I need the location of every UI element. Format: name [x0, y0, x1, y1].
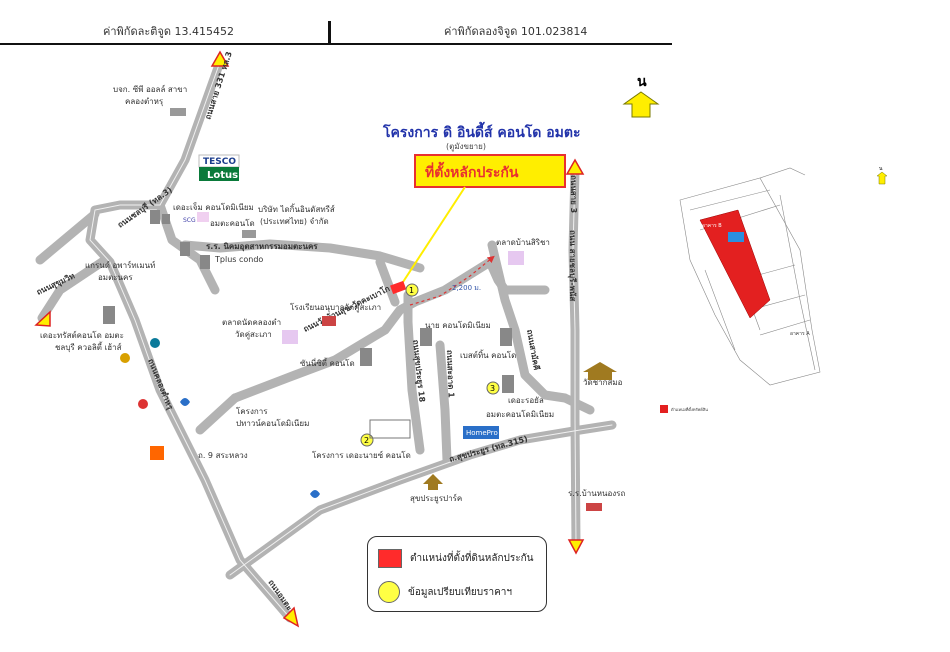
label-the-gem: เดอะเจ็ม คอนโดมิเนียม: [173, 202, 254, 212]
factory-icon: [170, 108, 186, 116]
school-icon-2: [586, 503, 602, 511]
road-label-1: ถนนสะอาด 1: [445, 350, 456, 399]
label-market-wat: ตลาดนัดคลองตำ: [222, 318, 281, 327]
svg-text:HomePro: HomePro: [466, 429, 498, 437]
svg-text:Lotus: Lotus: [207, 170, 238, 181]
label-amata-condo: อมตะคอนโด: [210, 218, 255, 228]
svg-text:(ประเทศไทย) จำกัด: (ประเทศไทย) จำกัด: [260, 217, 329, 226]
label-best-condo: เบสต์ทิ้น คอนโด: [460, 349, 516, 360]
label-project-condo: โครงการ: [236, 406, 268, 416]
svg-text:SCG: SCG: [183, 217, 196, 224]
road-label-right: ถนน สายชลบุรี-พนัส: [567, 230, 578, 301]
distance-label: 2,200 ม.: [452, 284, 481, 292]
svg-text:อมตะนคร: อมตะนคร: [98, 273, 133, 282]
svg-text:3: 3: [490, 384, 495, 393]
coordinate-header: ค่าพิกัดละติจูด 13.415452 ค่าพิกัดลองจิจ…: [0, 18, 672, 45]
label-school: โรงเรียนอนุบาลวัดคู่สะเภา: [290, 302, 381, 313]
label-grand-apartment: แกรนด์ อพาร์ทเมนท์: [85, 260, 155, 270]
svg-text:2: 2: [364, 436, 369, 445]
condo-icons: [103, 210, 514, 393]
road-label-samakkhi: ถนนสามัคคี: [525, 329, 542, 371]
building-b-label: อาคาร B: [702, 223, 722, 229]
label-the-trust: เดอะทรัสต์คอนโด อมตะ: [40, 330, 124, 340]
callout-text: ที่ตั้งหลักประกัน: [425, 161, 519, 181]
road-label-khlong-tam-ru: ถนนคลองตำหรุ: [145, 357, 175, 411]
fuel-icon: [180, 398, 190, 406]
svg-text:ปทาวน์คอนโดมิเนียม: ปทาวน์คอนโดมิเนียม: [236, 418, 309, 428]
map-legend: ตำแหน่งที่ตั้งที่ดินหลักประกัน ข้อมูลเปร…: [367, 536, 547, 612]
collateral-callout: [414, 154, 566, 188]
project-subtitle: (ตูมังขยาย): [446, 142, 486, 152]
park-icon: [423, 474, 443, 484]
fuel-icon-2: [310, 490, 320, 498]
road-label-right-2: ถนนสาย 3: [569, 175, 578, 213]
legend-collateral: ตำแหน่งที่ตั้งที่ดินหลักประกัน: [378, 549, 534, 568]
svg-text:อมตะคอนโดมิเนียม: อมตะคอนโดมิเนียม: [486, 409, 554, 419]
label-nai-condo: นาย คอนโดมิเนียม: [425, 320, 491, 330]
seven-eleven-icon: [150, 446, 164, 460]
ptt-icon: [150, 338, 160, 348]
project-title: โครงการ ดิ อินดี้ส์ คอนโด อมตะ: [382, 121, 581, 141]
road-network: [35, 57, 617, 623]
label-cp-all: บจก. ซีพี ออลล์ สาขา: [113, 84, 187, 94]
legend-collateral-swatch: [378, 549, 402, 568]
svg-text:1: 1: [409, 286, 414, 295]
svg-text:คลองตำหรุ: คลองตำหรุ: [125, 97, 164, 106]
svg-text:วัดคู่สะเภา: วัดคู่สะเภา: [235, 330, 272, 340]
svg-text:ชลบุรี ควอลิตี้ เฮ้าส์: ชลบุรี ควอลิตี้ เฮ้าส์: [55, 341, 122, 352]
label-tplus: Tplus condo: [214, 255, 263, 264]
callout-pointer: [402, 186, 466, 283]
label-road-9: ถ. 9 สระหลวง: [198, 451, 248, 460]
latitude-label: ค่าพิกัดละติจูด 13.415452: [103, 25, 234, 38]
distance-path: [409, 255, 495, 306]
label-wat-tha-sa: วัดชากสมอ: [583, 378, 623, 387]
project-site-plan: [369, 419, 411, 439]
svg-text:TESCO: TESCO: [203, 157, 236, 167]
header-divider: [328, 21, 331, 43]
legend-comparison: ข้อมูลเปรียบเทียบราคาฯ: [378, 581, 512, 603]
collateral-location: [390, 280, 407, 295]
building-a-label: อาคาร A: [790, 331, 810, 337]
pt-icon: [138, 399, 148, 409]
label-park: สุขประยูรปาร์ค: [410, 493, 462, 504]
north-arrow: น: [622, 74, 660, 118]
label-sun-condo: ซันนี่ซิตี้ คอนโด: [300, 357, 355, 368]
comparison-markers: 1 2 3: [360, 283, 500, 447]
label-market-ban-suk: ตลาดบ้านสิริชา: [496, 238, 550, 247]
homepro-logo: [463, 426, 499, 439]
plan-legend-label: ตำแหน่งที่ตั้งทรัพย์สิน: [671, 405, 708, 412]
scg-icon: [197, 212, 209, 222]
school-icon: [322, 316, 336, 326]
label-school-2: ร.ร.บ้านหนองรถ: [568, 489, 625, 498]
svg-text:น: น: [637, 74, 647, 90]
plan-north-label: น: [879, 166, 883, 172]
shell-icon: [120, 353, 130, 363]
factory-icon-2: [242, 230, 256, 238]
label-daikin: บริษัท ไดกิ้นอินดัสทรีส์: [258, 203, 335, 214]
temple-icon: [583, 362, 617, 372]
site-plan: อาคาร B อาคาร A ตำแหน่งที่ตั้งทรัพย์สิน …: [660, 166, 888, 413]
label-industrial-estate: ร.ร. นิคมอุตสาหกรรมอมตะนคร: [206, 242, 318, 252]
longitude-label: ค่าพิกัดลองจิจูด 101.023814: [444, 25, 588, 38]
label-the-lake-condo: โครงการ เดอะนายซ์ คอนโด: [312, 450, 411, 460]
market-icon-2: [508, 251, 524, 265]
label-the-royal: เดอะรอยัล: [508, 396, 544, 405]
legend-comparison-swatch: [378, 581, 400, 603]
market-icon: [282, 330, 298, 344]
tesco-lotus-logo: TESCO Lotus: [198, 154, 240, 181]
road-end-arrows: [34, 50, 585, 628]
